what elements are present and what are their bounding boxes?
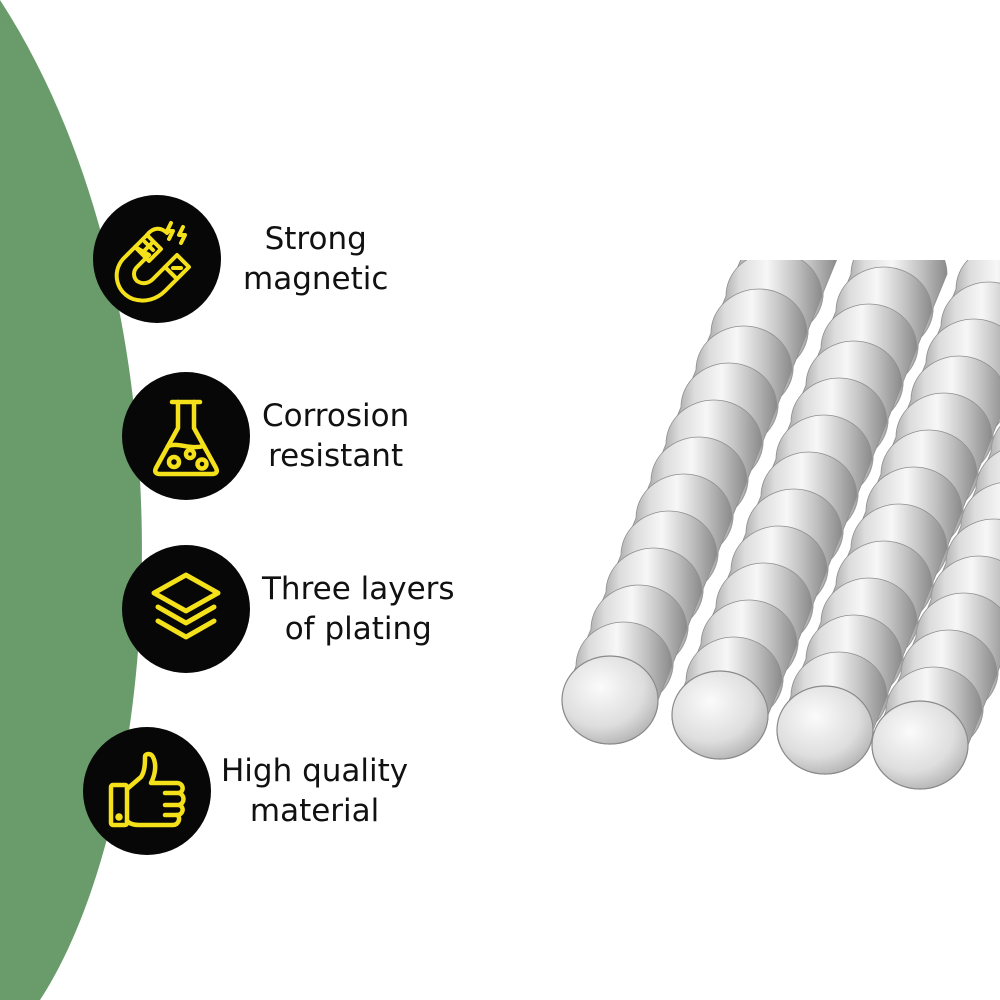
magnet-disc: [776, 651, 888, 775]
feature-label-line1: Strong: [264, 221, 367, 257]
feature-badge: [93, 195, 221, 323]
feature-label: Three layers of plating: [262, 569, 455, 649]
horseshoe-magnet-icon: [114, 221, 191, 303]
feature-label: Strong magnetic: [243, 219, 388, 299]
layers-icon: [151, 572, 221, 640]
feature-label-line1: Corrosion: [262, 398, 410, 434]
magnet-column: [871, 425, 1000, 790]
feature-high-quality-material: High quality material: [83, 727, 408, 855]
magnet-column: [561, 260, 838, 745]
flask-icon: [152, 399, 220, 477]
feature-label-line2: of plating: [284, 611, 432, 647]
magnet-disc: [671, 636, 783, 760]
magnet-column: [671, 260, 948, 760]
feature-strong-magnetic: Strong magnetic: [93, 195, 388, 323]
feature-three-layers-plating: Three layers of plating: [122, 545, 455, 673]
feature-badge: [122, 372, 250, 500]
feature-label: High quality material: [221, 751, 408, 831]
feature-label-line2: magnetic: [243, 261, 389, 297]
feature-label-line1: Three layers: [262, 571, 455, 607]
feature-label: Corrosion resistant: [262, 396, 409, 476]
feature-label-line2: resistant: [268, 438, 404, 474]
feature-corrosion-resistant: Corrosion resistant: [122, 372, 409, 500]
magnet-column: [776, 260, 1000, 775]
thumbs-up-icon: [108, 751, 186, 828]
feature-badge: [122, 545, 250, 673]
magnet-disc: [871, 666, 983, 790]
feature-badge: [83, 727, 211, 855]
feature-label-line1: High quality: [221, 753, 409, 789]
feature-label-line2: material: [249, 793, 380, 829]
magnet-disc: [561, 621, 673, 745]
magnet-stack-image: [561, 260, 1000, 790]
